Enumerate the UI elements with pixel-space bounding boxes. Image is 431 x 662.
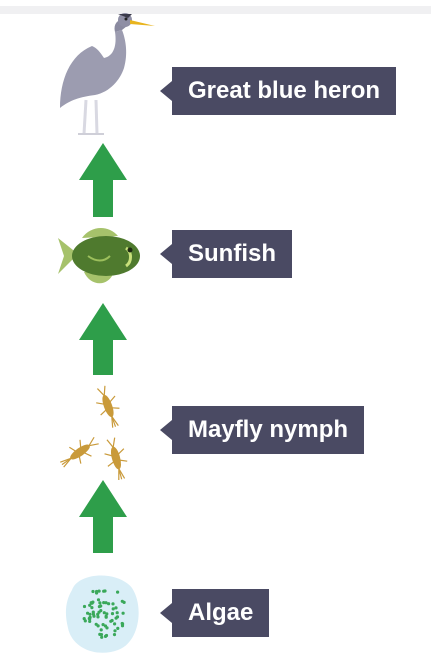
algae-cell — [98, 601, 101, 604]
mayfly-nymph-icon — [56, 384, 131, 482]
algae-cell — [113, 622, 116, 625]
algae-cell — [114, 606, 117, 609]
algae-icon — [66, 575, 139, 652]
up-arrow — [79, 143, 127, 217]
algae-cell — [111, 602, 114, 605]
algae-cell — [104, 624, 107, 627]
algae-cell — [111, 612, 114, 615]
algae-cell — [88, 613, 91, 616]
heron-icon — [60, 13, 155, 134]
label-text: Sunfish — [188, 240, 276, 267]
sunfish-icon — [58, 228, 140, 283]
label-algae: Algae — [172, 589, 269, 637]
label-sunfish: Sunfish — [172, 230, 292, 278]
up-arrow — [79, 303, 127, 375]
algae-cell — [113, 629, 116, 632]
algae-cell — [100, 628, 103, 631]
label-mayfly-nymph: Mayfly nymph — [172, 406, 364, 454]
algae-cell — [103, 611, 106, 614]
label-text: Algae — [188, 599, 253, 626]
label-text: Mayfly nymph — [188, 416, 348, 443]
label-text: Great blue heron — [188, 77, 380, 104]
algae-cell — [98, 605, 101, 608]
algae-cell — [89, 616, 92, 619]
algae-cell — [116, 611, 119, 614]
algae-cell — [83, 605, 86, 608]
algae-cell — [105, 634, 108, 637]
label-great-blue-heron: Great blue heron — [172, 67, 396, 115]
algae-cell — [97, 611, 100, 614]
algae-cell — [115, 617, 118, 620]
algae-cell — [112, 607, 115, 610]
algae-cell — [97, 624, 100, 627]
algae-cell — [92, 613, 95, 616]
algae-cell — [116, 591, 119, 594]
algae-cell — [113, 633, 116, 636]
algae-cell — [121, 600, 124, 603]
up-arrow — [79, 480, 127, 553]
algae-cell — [91, 590, 94, 593]
algae-cell — [109, 620, 112, 623]
algae-cell — [122, 612, 125, 615]
algae-cell — [83, 617, 86, 620]
algae-cell — [102, 590, 105, 593]
algae-cell — [90, 606, 93, 609]
algae-cell — [96, 615, 99, 618]
algae-cell — [98, 590, 101, 593]
algae-cell — [90, 601, 93, 604]
algae-cell — [100, 636, 103, 639]
algae-cell — [121, 624, 124, 627]
algae-cell — [97, 598, 100, 601]
algae-cell — [116, 627, 119, 630]
algae-cell — [104, 601, 107, 604]
